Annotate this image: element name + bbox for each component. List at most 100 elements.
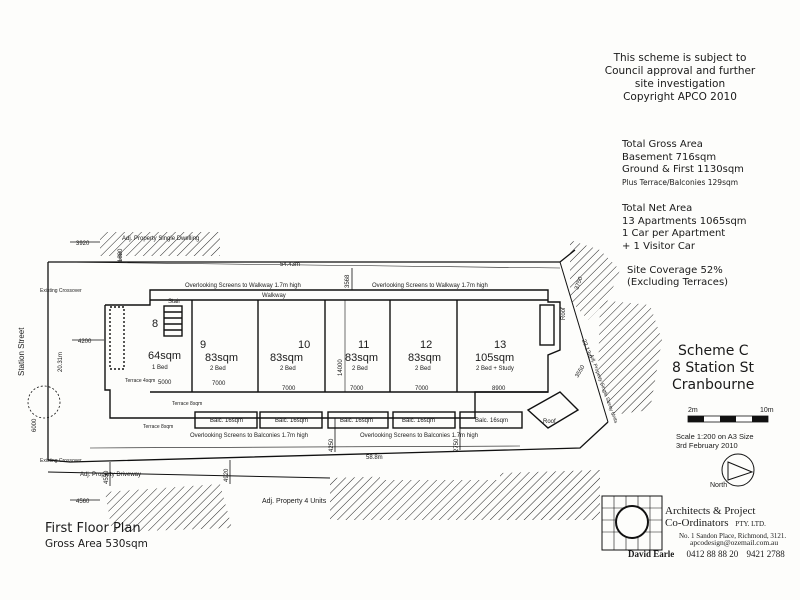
scheme-title: Scheme C 8 Station St Cranbourne xyxy=(672,343,754,394)
screen-note: Overlooking Screens to Balconies 1.7m hi… xyxy=(360,433,478,439)
firm-contact: David Earle 0412 88 88 20 9421 2788 xyxy=(628,549,785,559)
dimension: 54.43m xyxy=(280,262,300,268)
firm-email: apcodesign@ozemail.com.au xyxy=(690,538,779,547)
crossover-label: Existing Crossover xyxy=(40,458,82,464)
dimension: 3920 xyxy=(76,241,90,247)
dimension: 3550 xyxy=(575,364,587,379)
scheme-name: Scheme C xyxy=(678,343,749,359)
svg-text:7000: 7000 xyxy=(282,386,296,392)
dimension: 2750 xyxy=(454,438,460,452)
dimension: 20.31m xyxy=(58,352,64,372)
adj-property-hatch xyxy=(570,240,620,320)
dimension: 5000 xyxy=(158,380,172,386)
gross-area-title: Total Gross Area xyxy=(622,139,703,150)
site-coverage: Site Coverage 52% (Excluding Terraces) xyxy=(627,265,728,289)
gross-area-block: Total Gross Area Basement 716sqm Ground … xyxy=(622,139,744,189)
svg-text:10: 10 xyxy=(298,339,310,351)
scale-left-label: 2m xyxy=(688,407,698,414)
svg-text:105sqm: 105sqm xyxy=(475,352,514,364)
crossover-label: Existing Crossover xyxy=(40,288,82,294)
unit-9: 9 83sqm 2 Bed 7000 xyxy=(200,339,238,387)
net-area-block: Total Net Area 13 Apartments 1065sqm 1 C… xyxy=(622,203,747,253)
scale-bar: 2m 10m xyxy=(687,407,774,423)
svg-text:83sqm: 83sqm xyxy=(270,352,303,364)
svg-text:8900: 8900 xyxy=(492,386,506,392)
adj-property-label: Adj. Property Single Storey Units xyxy=(588,354,619,425)
plan-gross-area: Gross Area 530sqm xyxy=(45,538,148,550)
screen-note: Overlooking Screens to Walkway 1.7m high xyxy=(372,283,488,289)
note-line: Copyright APCO 2010 xyxy=(623,91,737,103)
balcony-label: Balc. 16sqm xyxy=(340,418,373,424)
net-area-title: Total Net Area xyxy=(622,203,693,214)
firm-suffix: PTY. LTD. xyxy=(735,520,766,528)
svg-text:11: 11 xyxy=(358,339,369,351)
scale-text: Scale 1:200 on A3 Size xyxy=(676,432,754,441)
apartment-labels: 8 64sqm 1 Bed 9 83sqm 2 Bed 7000 10 83sq… xyxy=(148,318,514,392)
svg-text:2 Bed + Study: 2 Bed + Study xyxy=(476,366,514,372)
terrace-label: Terrace 4sqm xyxy=(125,378,155,384)
dimension: 3568 xyxy=(345,274,351,288)
roof-label: Roof xyxy=(561,307,567,320)
balcony-label: Balc. 16sqm xyxy=(475,418,508,424)
terrace-area: Plus Terrace/Balconies 129sqm xyxy=(622,177,739,187)
building-outline xyxy=(104,289,580,429)
north-arrow-icon: North xyxy=(710,453,755,489)
svg-text:83sqm: 83sqm xyxy=(345,352,378,364)
stair-label: Stair xyxy=(168,299,180,305)
dimension: 58.8m xyxy=(366,455,383,461)
architect-name: David Earle xyxy=(628,549,675,559)
car-per-apartment: 1 Car per Apartment xyxy=(622,228,726,239)
plan-date: 3rd February 2010 xyxy=(676,441,738,450)
dimension: 4200 xyxy=(78,339,92,345)
dimension: 3750 xyxy=(574,275,584,290)
dimension: 14000 xyxy=(338,359,344,376)
balcony-label: Balc. 16sqm xyxy=(275,418,308,424)
unit-12: 12 83sqm 2 Bed 7000 xyxy=(408,339,441,392)
svg-text:12: 12 xyxy=(420,339,432,351)
svg-text:64sqm: 64sqm xyxy=(148,350,181,362)
svg-text:7000: 7000 xyxy=(350,386,364,392)
screen-note: Overlooking Screens to Balconies 1.7m hi… xyxy=(190,433,308,439)
firm-line-1: Architects & Project xyxy=(665,505,756,517)
apartments-area: 13 Apartments 1065sqm xyxy=(622,215,747,227)
scheme-address: 8 Station St xyxy=(672,360,754,376)
dimension: 4560 xyxy=(76,499,90,505)
svg-text:2 Bed: 2 Bed xyxy=(352,366,368,372)
apco-logo xyxy=(601,495,663,551)
svg-text:2 Bed: 2 Bed xyxy=(210,366,226,372)
phone-office: 9421 2788 xyxy=(746,549,785,559)
scale-note: Scale 1:200 on A3 Size 3rd February 2010 xyxy=(676,432,754,450)
svg-text:13: 13 xyxy=(494,339,506,351)
north-label: North xyxy=(710,482,727,489)
dimension: 23.13m xyxy=(580,339,592,360)
scale-right-label: 10m xyxy=(760,407,774,414)
svg-text:83sqm: 83sqm xyxy=(408,352,441,364)
svg-text:83sqm: 83sqm xyxy=(205,352,238,364)
tree-icon xyxy=(27,385,61,419)
unit-11: 11 83sqm 2 Bed 7000 xyxy=(345,339,378,392)
plan-title: First Floor Plan xyxy=(45,521,141,536)
ground-first-area: Ground & First 1130sqm xyxy=(622,164,744,175)
dimension: 4920 xyxy=(224,468,230,482)
firm-address: No. 1 Sandon Place, Richmond, 3121. xyxy=(679,532,787,540)
svg-text:2 Bed: 2 Bed xyxy=(415,366,431,372)
adj-property-hatch xyxy=(598,300,662,415)
adj-property-hatch xyxy=(100,232,220,256)
site-boundary xyxy=(48,249,576,263)
unit-13: 13 105sqm 2 Bed + Study 8900 xyxy=(475,339,514,392)
svg-text:9: 9 xyxy=(200,339,206,351)
dimension: 4250 xyxy=(329,438,335,452)
scheme-suburb: Cranbourne xyxy=(672,377,755,393)
balcony-label: Balc. 16sqm xyxy=(210,418,243,424)
firm-line-2: Co-Ordinators xyxy=(665,517,729,529)
svg-text:2 Bed: 2 Bed xyxy=(280,366,296,372)
terrace-label: Terrace 8sqm xyxy=(143,424,173,430)
svg-text:7000: 7000 xyxy=(212,381,226,387)
roof-label: Roof xyxy=(543,419,556,425)
street-label: Station Street xyxy=(17,327,26,376)
site-boundary xyxy=(47,262,609,463)
driveway-label: Adj. Property Driveway xyxy=(80,472,141,478)
walkway-label: Walkway xyxy=(262,293,286,299)
adj-property-hatch xyxy=(330,470,600,520)
adj-property-label: Adj. Property Single Dwelling xyxy=(122,236,199,242)
